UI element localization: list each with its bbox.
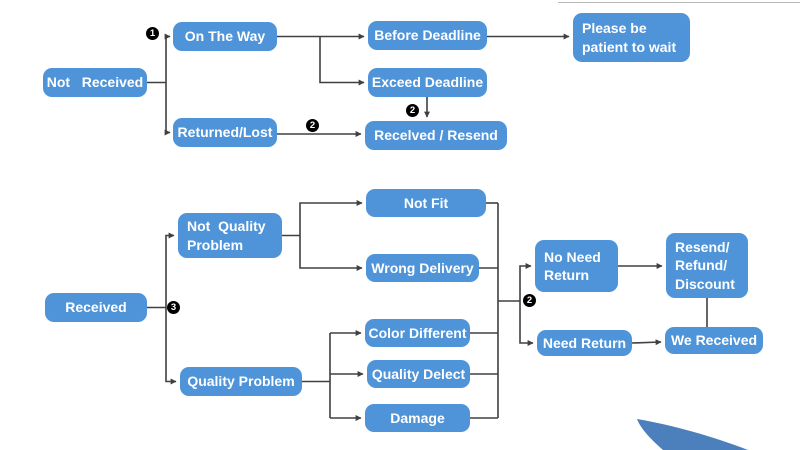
node-exceed-deadline: Exceed Deadline — [368, 68, 487, 97]
top-edge-line — [558, 2, 800, 3]
node-please-wait: Please be patient to wait — [573, 13, 690, 62]
node-quality-problem: Quality Problem — [180, 367, 302, 396]
connector-split-noneedreturn — [519, 263, 532, 301]
node-wrong-delivery: Wrong Delivery — [366, 254, 479, 282]
node-before-deadline: Before Deadline — [368, 21, 487, 50]
node-returned-lost: Returned/Lost — [173, 118, 277, 147]
connector-ontheway-exceeddeadline — [319, 36, 365, 86]
connector-needreturn-wereceived — [631, 339, 662, 346]
node-color-different: Color Different — [365, 319, 470, 347]
connector-received-quality — [165, 307, 177, 385]
badge-step-2-exceed: 2 — [406, 104, 419, 117]
badge-step-3: 3 — [167, 301, 180, 314]
connector-notreceived-returnedlost — [164, 82, 171, 136]
node-no-need-return: No Need Return — [535, 240, 618, 292]
node-we-received: We Received — [665, 327, 763, 354]
node-not-quality-problem: Not Quality Problem — [178, 213, 282, 258]
swoosh-decoration — [637, 419, 748, 450]
node-need-return: Need Return — [537, 330, 632, 356]
connector-notquality-notfit — [299, 200, 363, 236]
node-received-resend: Recelved / Resend — [365, 121, 507, 150]
connector-received-notquality — [165, 232, 175, 308]
badge-step-1: 1 — [146, 27, 159, 40]
connector-notquality-wrongdelivery — [299, 235, 363, 271]
node-damage: Damage — [365, 404, 470, 432]
node-resend-refund-discount: Resend/ Refund/ Discount — [666, 233, 748, 298]
node-not-fit: Not Fit — [366, 189, 486, 217]
connector-split-needreturn — [519, 301, 534, 346]
badge-step-2-return: 2 — [523, 294, 536, 307]
node-quality-delect: Quality Delect — [367, 360, 470, 388]
connector-notreceived-ontheway — [164, 33, 171, 83]
node-not-received: Not Received — [43, 68, 147, 97]
badge-step-2-lost: 2 — [306, 119, 319, 132]
node-on-the-way: On The Way — [173, 22, 277, 51]
node-received: Received — [45, 293, 147, 322]
